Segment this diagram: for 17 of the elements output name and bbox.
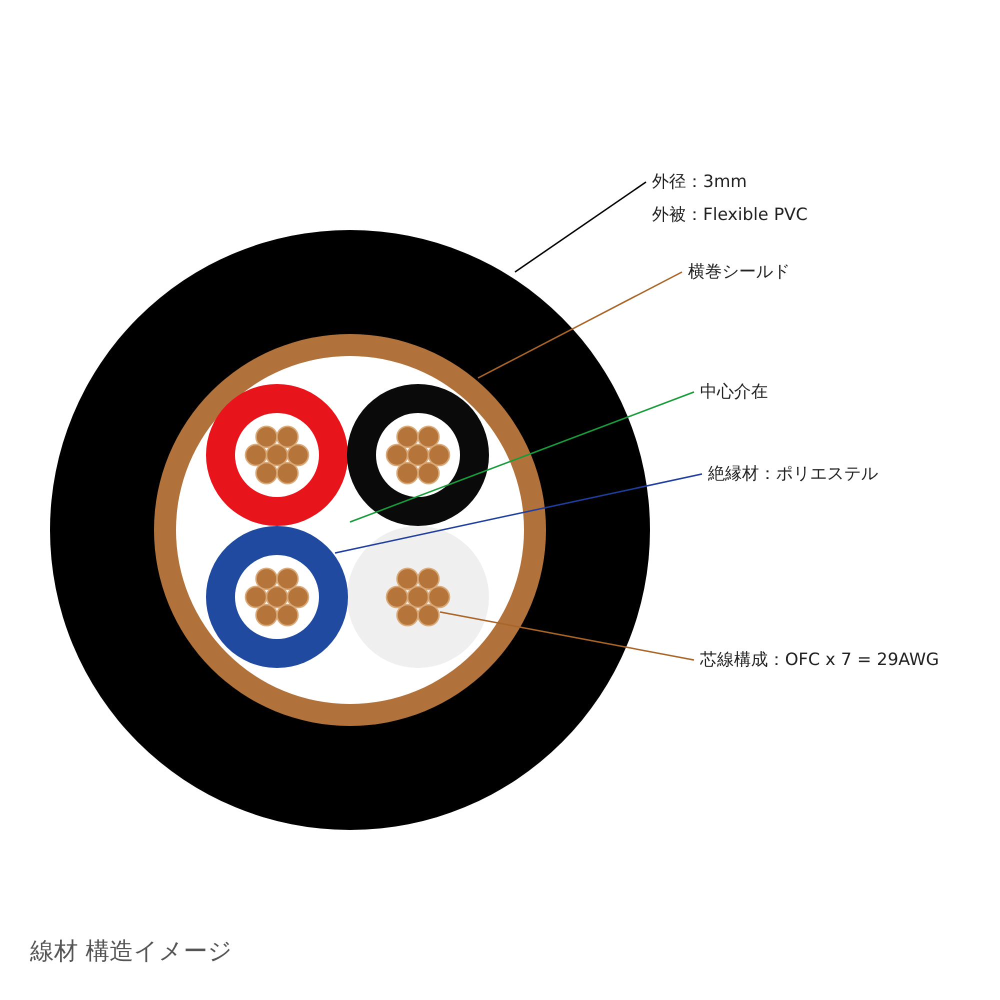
leader-line bbox=[440, 611, 694, 661]
outer-jacket bbox=[50, 230, 650, 830]
part-label: 中心介在 bbox=[700, 381, 768, 404]
conductor-strand-bundle bbox=[386, 568, 450, 626]
part-label: 芯線構成：OFC x 7 = 29AWG bbox=[700, 649, 940, 672]
caption: 線材 構造イメージ bbox=[30, 936, 233, 967]
leader-line bbox=[514, 181, 646, 273]
part-label: 外被：Flexible PVC bbox=[652, 204, 808, 227]
leader-line bbox=[334, 473, 702, 554]
part-label: 絶縁材：ポリエステル bbox=[708, 463, 878, 486]
insulation-layer bbox=[206, 526, 348, 668]
shield-ring bbox=[154, 334, 546, 726]
leader-line bbox=[478, 271, 682, 379]
center-filler bbox=[176, 356, 524, 704]
leader-line bbox=[350, 391, 694, 523]
part-label: 外径：3mm bbox=[652, 171, 748, 194]
part-label: 横巻シールド bbox=[688, 261, 790, 284]
